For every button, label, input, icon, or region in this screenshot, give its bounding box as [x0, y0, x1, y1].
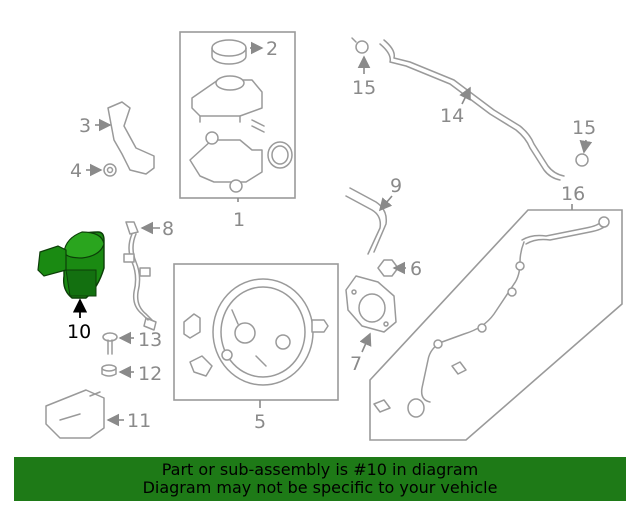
vacuum-pump-10-highlighted[interactable]: [37, 231, 105, 299]
vacuum-hose-group-box: [369, 209, 623, 441]
callout-7: 7: [350, 353, 362, 375]
booster-bracket[interactable]: [183, 313, 201, 339]
callout-16: 16: [561, 183, 585, 205]
callout-12: 12: [138, 363, 162, 385]
master-cylinder[interactable]: [189, 119, 265, 193]
bolt-13[interactable]: [102, 332, 118, 355]
callout-9: 9: [390, 175, 402, 197]
parts-diagram: 1 2 3 4 5 6 7 8 9 10 11 12 13 14 15 15 1…: [37, 31, 623, 441]
banner-line-1: Part or sub-assembly is #10 in diagram: [161, 460, 479, 479]
callout-13: 13: [138, 329, 162, 351]
banner-line-2: Diagram may not be specific to your vehi…: [142, 478, 498, 497]
vacuum-hose-9[interactable]: [345, 187, 388, 255]
callout-15-right: 15: [572, 117, 596, 139]
callout-3: 3: [79, 115, 91, 137]
master-cylinder-seal[interactable]: [267, 141, 293, 169]
nut-4[interactable]: [103, 163, 117, 177]
reservoir-cap[interactable]: [211, 39, 247, 65]
callout-5: 5: [254, 411, 266, 433]
callout-15-left: 15: [352, 77, 376, 99]
callout-11: 11: [127, 410, 151, 432]
callout-1: 1: [233, 209, 245, 231]
callout-4: 4: [70, 160, 82, 182]
bracket-11[interactable]: [45, 389, 105, 439]
bracket-3[interactable]: [107, 101, 155, 175]
gasket-7[interactable]: [345, 275, 397, 333]
wiring-harness-8[interactable]: [123, 221, 157, 331]
fluid-reservoir[interactable]: [191, 75, 263, 123]
callout-10: 10: [67, 321, 91, 343]
vacuum-hose-16[interactable]: [373, 216, 610, 418]
vacuum-line-14[interactable]: [379, 39, 565, 181]
clamp-15-left[interactable]: [351, 37, 369, 54]
nut-12[interactable]: [101, 364, 117, 377]
callout-6: 6: [410, 258, 422, 280]
leader-lines: [72, 41, 593, 427]
callout-8: 8: [162, 218, 174, 240]
brake-booster-group-box: [173, 263, 339, 401]
booster-clip[interactable]: [189, 355, 213, 377]
brake-booster[interactable]: [212, 278, 329, 386]
highlight-banner: Part or sub-assembly is #10 in diagram D…: [14, 457, 626, 501]
clamp-15-right[interactable]: [575, 153, 589, 167]
callout-14: 14: [440, 105, 464, 127]
callout-2: 2: [266, 38, 278, 60]
